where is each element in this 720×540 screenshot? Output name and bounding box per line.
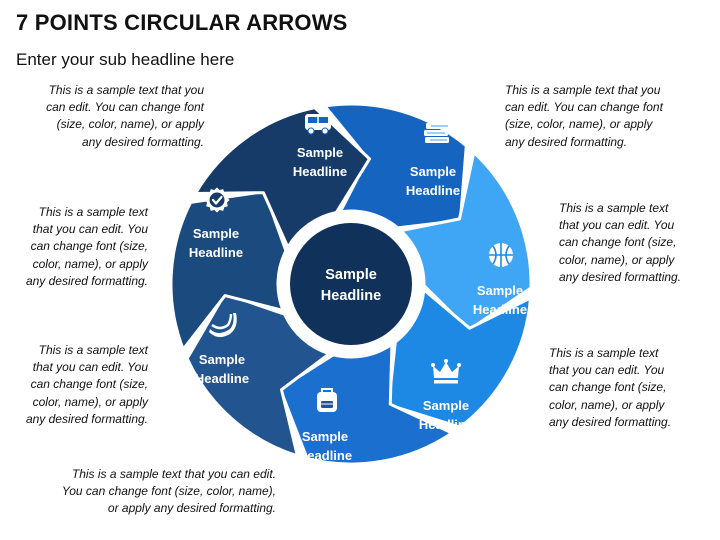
description-mid-left: This is a sample text that you can edit.… xyxy=(6,204,148,290)
description-line: can change font (size, xyxy=(30,377,148,392)
segment-label-line1: Sample xyxy=(302,429,348,444)
banana-icon xyxy=(209,313,237,338)
page-subtitle: Enter your sub headline here xyxy=(16,50,235,69)
description-line: that you can edit. You xyxy=(32,360,148,375)
description-line: that you can edit. You xyxy=(549,363,665,378)
description-line: (size, color, name), or apply xyxy=(56,117,204,132)
description-line: This is a sample text that you xyxy=(48,83,204,97)
arrow-segment xyxy=(169,190,288,351)
segment-label-line2: Headline xyxy=(473,302,527,317)
badge-check-icon xyxy=(204,187,230,213)
segment-label-line2: Headline xyxy=(419,417,473,432)
books-icon xyxy=(424,123,450,143)
description-line: This is a sample text xyxy=(38,343,148,357)
description-line: color, name), or apply xyxy=(32,256,148,271)
backpack-icon xyxy=(317,388,337,412)
segment-label-line2: Headline xyxy=(298,448,352,463)
bus-icon xyxy=(305,114,331,135)
description-line: any desired formatting. xyxy=(559,269,682,284)
description-line: any desired formatting. xyxy=(81,134,204,149)
segment-label-line2: Headline xyxy=(406,183,460,198)
description-line: This is a sample text that you xyxy=(505,83,661,97)
description-line: color, name), or apply xyxy=(32,394,148,409)
description-low-left: This is a sample text that you can edit.… xyxy=(6,342,148,428)
description-line: color, name), or apply xyxy=(559,252,675,267)
description-line: This is a sample text xyxy=(549,346,659,360)
description-line: This is a sample text xyxy=(559,201,669,215)
arrow-segment xyxy=(387,288,532,429)
description-line: can edit. You can change font xyxy=(46,100,204,115)
description-line: This is a sample text that you can edit. xyxy=(71,467,276,481)
center-label-line2: Headline xyxy=(321,288,381,304)
description-top-left: This is a sample text that you can edit.… xyxy=(10,82,204,151)
description-line: any desired formatting. xyxy=(505,134,628,149)
page-title: 7 POINTS CIRCULAR ARROWS xyxy=(16,10,348,35)
description-top-right: This is a sample text that you can edit.… xyxy=(505,82,710,151)
segment-label-line2: Headline xyxy=(293,164,347,179)
segment-label-line2: Headline xyxy=(195,371,249,386)
description-line: that you can edit. You xyxy=(559,218,675,233)
description-line: can edit. You can change font xyxy=(505,100,663,115)
segment-label-line1: Sample xyxy=(193,226,239,241)
description-mid-right: This is a sample text that you can edit.… xyxy=(559,200,717,286)
description-line: any desired formatting. xyxy=(25,273,148,288)
center-circle xyxy=(290,223,412,345)
arrow-segment xyxy=(278,342,454,466)
description-line: can change font (size, xyxy=(559,235,677,250)
description-bottom: This is a sample text that you can edit.… xyxy=(40,466,276,518)
description-line: or apply any desired formatting. xyxy=(107,501,276,516)
segment-label-line1: Sample xyxy=(477,283,523,298)
segment-icons xyxy=(204,114,513,412)
description-line: You can change font (size, color, name), xyxy=(61,484,276,499)
description-low-right: This is a sample text that you can edit.… xyxy=(549,345,714,431)
segment-label-line1: Sample xyxy=(410,164,456,179)
segment-label-line1: Sample xyxy=(297,145,343,160)
arrow-segment xyxy=(193,106,371,249)
crown-icon xyxy=(431,359,461,384)
segment-label-line1: Sample xyxy=(423,398,469,413)
center-label-line1: Sample xyxy=(325,267,377,283)
segment-label-line1: Sample xyxy=(199,352,245,367)
basketball-icon xyxy=(489,243,513,267)
description-line: can change font (size, xyxy=(549,380,667,395)
description-line: can change font (size, xyxy=(30,239,148,254)
description-line: that you can edit. You xyxy=(32,222,148,237)
description-line: This is a sample text xyxy=(38,205,148,219)
segment-label-line2: Headline xyxy=(189,245,243,260)
arrow-segment xyxy=(399,150,533,332)
arrow-segments xyxy=(169,102,533,466)
description-line: (size, color, name), or apply xyxy=(505,117,653,132)
description-line: any desired formatting. xyxy=(549,414,672,429)
description-line: any desired formatting. xyxy=(25,411,148,426)
description-line: color, name), or apply xyxy=(549,397,665,412)
